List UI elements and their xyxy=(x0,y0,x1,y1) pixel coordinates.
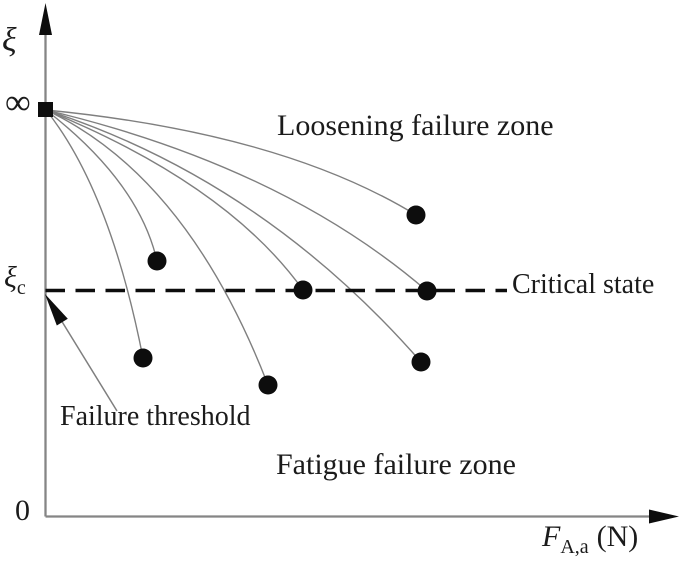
trajectory-curve xyxy=(45,109,417,216)
force-unit: (N) xyxy=(596,520,639,553)
y-axis-arrowhead xyxy=(39,3,52,35)
failure-point-dot xyxy=(258,375,278,395)
force-subscript: A,a xyxy=(560,536,589,558)
failure-point-dot xyxy=(147,251,167,271)
infinity-tick-label: ∞ xyxy=(5,82,31,122)
xi-c-subscript: c xyxy=(16,277,26,299)
fatigue-zone-label: Fatigue failure zone xyxy=(276,448,516,481)
failure-point-dot xyxy=(417,281,437,301)
infinity-start-marker xyxy=(38,102,53,117)
x-axis-label: FA,a (N) xyxy=(542,520,639,558)
force-symbol: F xyxy=(542,520,561,553)
xi-c-symbol: ξ xyxy=(4,261,17,294)
loosening-zone-label: Loosening failure zone xyxy=(277,109,554,142)
failure-point-dot xyxy=(293,280,313,300)
trajectory-curve xyxy=(45,109,304,291)
failure-threshold-label: Failure threshold xyxy=(60,401,251,432)
y-axis-label: ξ xyxy=(2,24,17,58)
threshold-arrowhead xyxy=(45,294,68,326)
origin-tick-label: 0 xyxy=(15,494,30,527)
failure-point-dot xyxy=(133,348,153,368)
xi-symbol: ξ xyxy=(2,22,17,59)
trajectory-curve xyxy=(45,109,144,359)
trajectory-curve xyxy=(45,109,158,262)
critical-state-label: Critical state xyxy=(512,269,655,300)
threshold-leader-line xyxy=(58,316,118,412)
failure-point-dot xyxy=(406,205,426,225)
trajectory-curve xyxy=(45,109,269,386)
x-axis-arrowhead xyxy=(649,509,679,524)
critical-value-tick-label: ξc xyxy=(4,261,26,299)
trajectory-curve xyxy=(45,109,422,363)
trajectory-curve xyxy=(45,109,428,292)
failure-point-dot xyxy=(411,352,431,372)
